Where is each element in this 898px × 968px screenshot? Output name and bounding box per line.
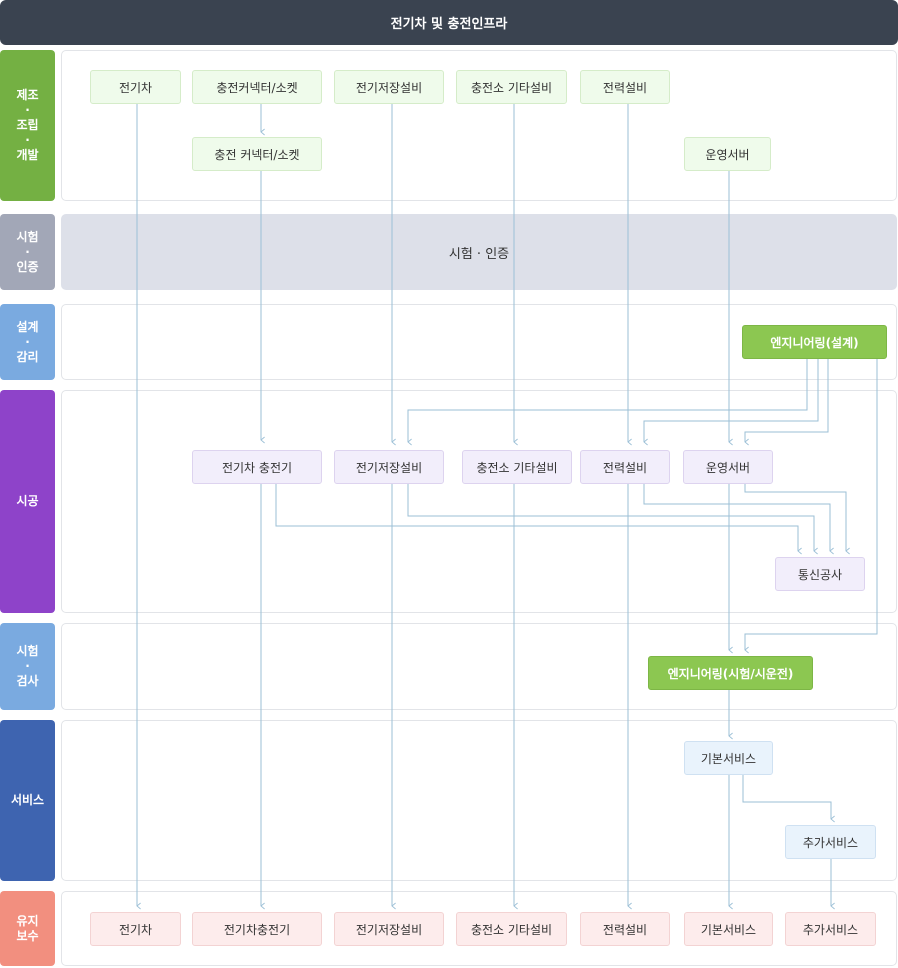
node-mfg-storage: 전기저장설비 [334, 70, 444, 104]
stage-label-service: 서비스 [0, 720, 55, 881]
node-mnt-power: 전력설비 [580, 912, 670, 946]
node-mfg-connector-2: 충전 커넥터/소켓 [192, 137, 322, 171]
node-mfg-station: 충전소 기타설비 [456, 70, 567, 104]
node-engineering-design: 엔지니어링(설계) [742, 325, 887, 359]
node-con-ev-charger: 전기차 충전기 [192, 450, 322, 484]
node-con-power: 전력설비 [580, 450, 670, 484]
stage-text: 제조 · 조립 · 개발 [16, 88, 39, 162]
node-engineering-inspection: 엔지니어링(시험/시운전) [648, 656, 813, 690]
node-con-storage: 전기저장설비 [334, 450, 444, 484]
node-mnt-ev: 전기차 [90, 912, 181, 946]
panel-certification: 시험 · 인증 [61, 214, 897, 290]
stage-text: 시험 · 인증 [16, 229, 39, 274]
stage-label-maintenance: 유지 보수 [0, 891, 55, 966]
stage-text: 시험 · 검사 [16, 644, 39, 688]
stage-label-inspection: 시험 · 검사 [0, 623, 55, 710]
stage-text: 설계 · 감리 [16, 319, 39, 364]
node-mfg-power: 전력설비 [580, 70, 670, 104]
stage-text: 서비스 [10, 793, 45, 807]
stage-label-manufacture: 제조 · 조립 · 개발 [0, 50, 55, 201]
panel-construction [61, 390, 897, 613]
node-mfg-ops-server: 운영서버 [684, 137, 771, 171]
node-mnt-ev-charger: 전기차충전기 [192, 912, 322, 946]
node-con-telecom: 통신공사 [775, 557, 865, 591]
node-extra-service: 추가서비스 [785, 825, 876, 859]
diagram-title: 전기차 및 충전인프라 [0, 0, 898, 45]
stage-label-construction: 시공 [0, 390, 55, 613]
node-mfg-ev: 전기차 [90, 70, 181, 104]
node-mnt-storage: 전기저장설비 [334, 912, 444, 946]
node-con-station: 충전소 기타설비 [462, 450, 572, 484]
node-mnt-station: 충전소 기타설비 [456, 912, 567, 946]
certification-text: 시험 · 인증 [448, 246, 510, 262]
node-basic-service: 기본서비스 [684, 741, 773, 775]
node-con-ops-server: 운영서버 [683, 450, 773, 484]
stage-text: 시공 [16, 494, 39, 508]
stage-label-design: 설계 · 감리 [0, 304, 55, 380]
stage-text: 유지 보수 [16, 913, 39, 943]
node-mnt-extra-service: 추가서비스 [785, 912, 876, 946]
stage-label-certification: 시험 · 인증 [0, 214, 55, 290]
node-mnt-basic-service: 기본서비스 [684, 912, 773, 946]
node-mfg-connector: 충전커넥터/소켓 [192, 70, 322, 104]
